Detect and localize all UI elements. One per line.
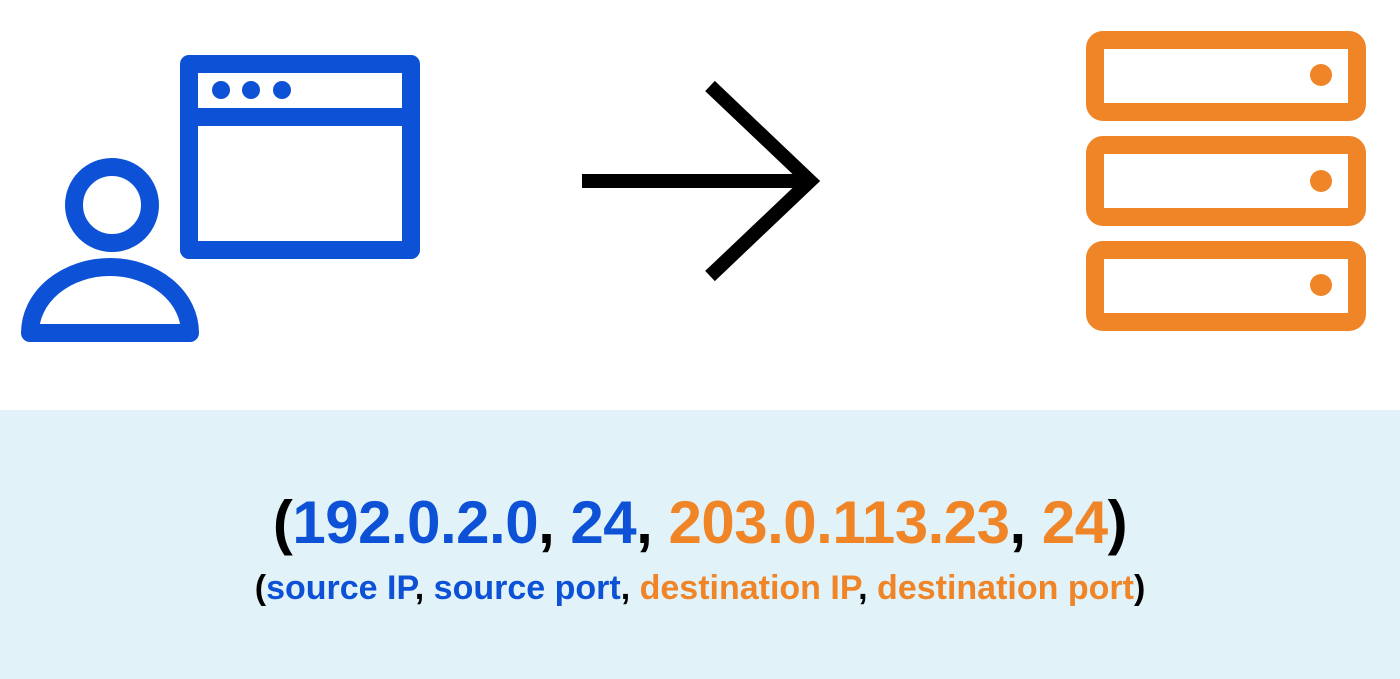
- destination-port-value: 24: [1041, 489, 1108, 556]
- server-rack-icon: [1086, 31, 1366, 331]
- labels-separator: ,: [414, 569, 434, 607]
- tuple-separator: ,: [1009, 489, 1042, 556]
- source-ip-value: 192.0.2.0: [292, 489, 539, 556]
- labels-separator: ,: [620, 569, 640, 607]
- client-icon: [21, 55, 420, 342]
- source-port-value: 24: [570, 489, 637, 556]
- tuple-panel: (192.0.2.0, 24, 203.0.113.23, 24) (sourc…: [0, 410, 1400, 679]
- labels-open-paren: (: [254, 569, 267, 607]
- source-ip-label: source IP: [266, 569, 415, 607]
- source-port-label: source port: [433, 569, 621, 607]
- connection-diagram: [21, 31, 1366, 342]
- four-tuple: (192.0.2.0, 24, 203.0.113.23, 24): [0, 488, 1400, 558]
- destination-port-label: destination port: [877, 569, 1134, 607]
- labels-separator: ,: [858, 569, 878, 607]
- browser-window-icon: [180, 55, 420, 259]
- right-arrow-icon: [582, 80, 821, 282]
- labels-close-paren: ): [1133, 569, 1146, 607]
- user-icon: [21, 158, 199, 342]
- destination-ip-label: destination IP: [639, 569, 859, 607]
- tuple-separator: ,: [636, 489, 669, 556]
- destination-ip-value: 203.0.113.23: [668, 489, 1011, 556]
- tuple-close-paren: ): [1107, 489, 1128, 556]
- four-tuple-labels: (source IP, source port, destination IP,…: [0, 568, 1400, 608]
- tuple-open-paren: (: [272, 489, 293, 556]
- tuple-separator: ,: [538, 489, 571, 556]
